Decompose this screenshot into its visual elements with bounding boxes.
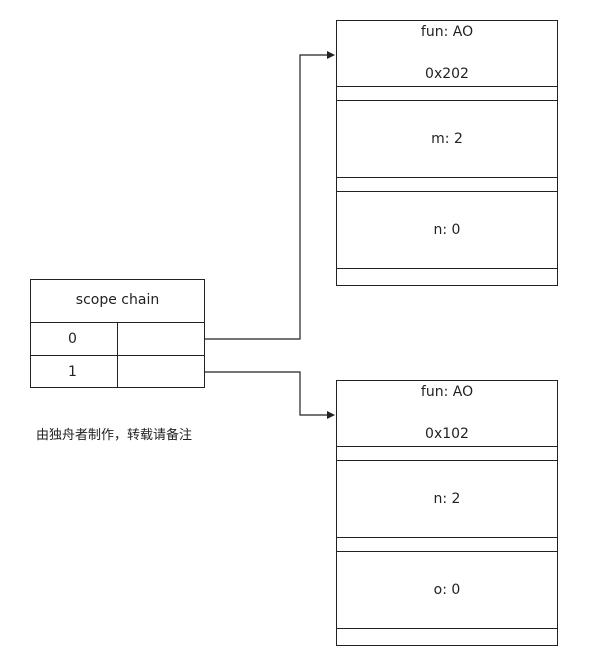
ao-title-name: fun: AO bbox=[420, 383, 474, 400]
ao-entry-n: n: 0 bbox=[433, 221, 461, 238]
ao-address: 0x202 bbox=[425, 65, 469, 82]
scope-chain-index-1: 1 bbox=[68, 363, 77, 380]
ao-entry-m: m: 2 bbox=[431, 130, 463, 147]
scope-chain-column-divider bbox=[117, 322, 118, 388]
ao-divider bbox=[336, 100, 558, 101]
arrow-scope1-to-0x102 bbox=[205, 371, 335, 419]
ao-divider bbox=[336, 191, 558, 192]
scope-chain-index-0: 0 bbox=[68, 330, 77, 347]
activation-object-0x102 bbox=[336, 380, 558, 646]
ao-title: fun: AO 0x102 bbox=[336, 380, 558, 446]
ao-divider bbox=[336, 177, 558, 178]
ao-address: 0x102 bbox=[425, 425, 469, 442]
ao-divider bbox=[336, 446, 558, 447]
author-note: 由独舟者制作，转载请备注 bbox=[36, 428, 193, 443]
activation-object-0x202 bbox=[336, 20, 558, 286]
ao-divider bbox=[336, 268, 558, 269]
ao-entry-o: o: 0 bbox=[433, 581, 461, 598]
arrow-scope0-to-0x202 bbox=[205, 51, 335, 340]
ao-divider bbox=[336, 551, 558, 552]
ao-divider bbox=[336, 537, 558, 538]
ao-entry-n: n: 2 bbox=[433, 490, 461, 507]
ao-divider bbox=[336, 460, 558, 461]
ao-title: fun: AO 0x202 bbox=[336, 20, 558, 86]
scope-chain-header: scope chain bbox=[75, 292, 160, 308]
ao-divider bbox=[336, 86, 558, 87]
ao-title-name: fun: AO bbox=[420, 23, 474, 40]
ao-divider bbox=[336, 628, 558, 629]
